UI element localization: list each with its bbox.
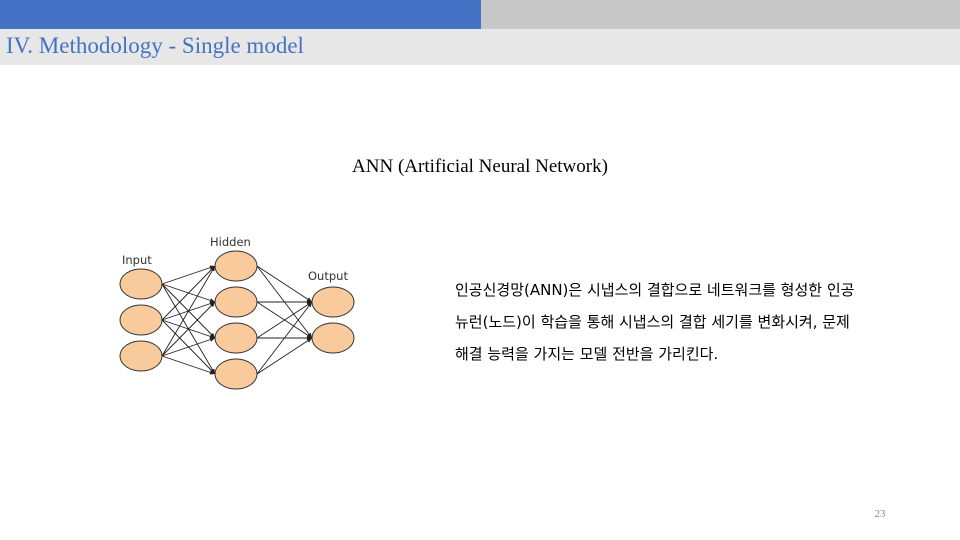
edge-input-3-to-hidden-3 (161, 337, 216, 357)
hidden-node-4 (214, 358, 258, 390)
hidden-layer-label: Hidden (210, 235, 251, 249)
neural-network-diagram: Input Hidden Output (119, 235, 355, 390)
input-layer-label: Input (122, 253, 152, 267)
edge-hidden-4-to-output-1 (256, 301, 313, 375)
top-bar-accent (0, 0, 481, 29)
edge-hidden-4-to-output-2 (256, 337, 313, 375)
slide-title: IV. Methodology - Single model (6, 33, 304, 58)
description-line-3: 해결 능력을 가지는 모델 전반을 가리킨다. (455, 345, 719, 363)
input-node-2 (119, 304, 163, 336)
hidden-node-2 (214, 286, 258, 318)
page-number: 23 (874, 508, 886, 520)
edge-input-2-to-hidden-1 (161, 265, 216, 321)
edge-input-3-to-hidden-1 (161, 265, 216, 357)
network-edges (161, 265, 313, 375)
hidden-node-3 (214, 322, 258, 354)
edge-input-3-to-hidden-2 (161, 301, 216, 357)
edge-input-1-to-hidden-1 (161, 265, 216, 285)
description-line-2: 뉴런(노드)이 학습을 통해 시냅스의 결합 세기를 변화시켜, 문제 (455, 313, 850, 331)
description-text: 인공신경망(ANN)은 시냅스의 결합으로 네트워크를 형성한 인공 뉴런(노드… (455, 274, 925, 370)
output-node-2 (311, 322, 355, 354)
input-node-1 (119, 268, 163, 300)
edge-hidden-2-to-output-1 (257, 299, 312, 305)
network-nodes (119, 250, 355, 390)
edge-input-3-to-hidden-4 (161, 355, 216, 375)
output-layer-label: Output (308, 269, 348, 283)
hidden-node-1 (214, 250, 258, 282)
edge-hidden-1-to-output-1 (256, 265, 313, 303)
description-line-1: 인공신경망(ANN)은 시냅스의 결합으로 네트워크를 형성한 인공 (455, 281, 855, 299)
section-subtitle: ANN (Artificial Neural Network) (352, 156, 608, 177)
output-node-1 (311, 286, 355, 318)
input-node-3 (119, 340, 163, 372)
title-bar (0, 29, 960, 65)
